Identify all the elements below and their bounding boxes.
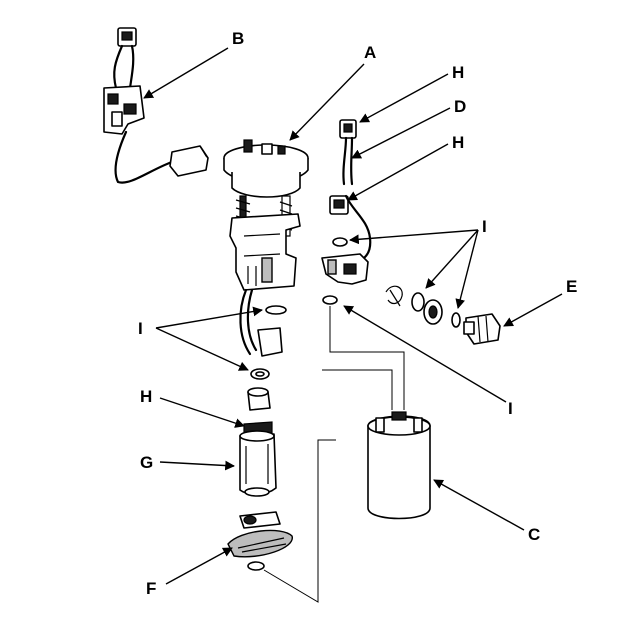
label-i-left: I — [138, 319, 143, 338]
label-f: F — [146, 579, 156, 598]
label-c: C — [528, 525, 540, 544]
part-labels: B A H D H I E I I H G C F — [138, 29, 577, 598]
regulator-assembly — [321, 237, 369, 305]
label-d: D — [454, 97, 466, 116]
strainer-f — [227, 511, 293, 571]
label-h-mid: H — [452, 133, 464, 152]
pump-bushing-h — [247, 387, 271, 411]
alignment-guides — [263, 306, 405, 603]
fuel-filter-c — [367, 411, 431, 520]
label-g: G — [140, 453, 153, 472]
label-h-top: H — [452, 63, 464, 82]
clip-and-seals — [385, 285, 461, 328]
label-i-right-bottom: I — [508, 399, 513, 418]
label-a: A — [364, 43, 376, 62]
fuel-pump-module-a — [223, 139, 309, 357]
label-i-right-top: I — [482, 217, 487, 236]
pump-seals — [250, 368, 270, 380]
label-e: E — [566, 277, 577, 296]
harness-connector-b — [103, 27, 209, 184]
fuel-fitting-e — [463, 313, 501, 345]
fuel-pump-g — [239, 421, 277, 497]
label-h-pump: H — [140, 387, 152, 406]
label-b: B — [232, 29, 244, 48]
leader-lines — [143, 47, 563, 585]
